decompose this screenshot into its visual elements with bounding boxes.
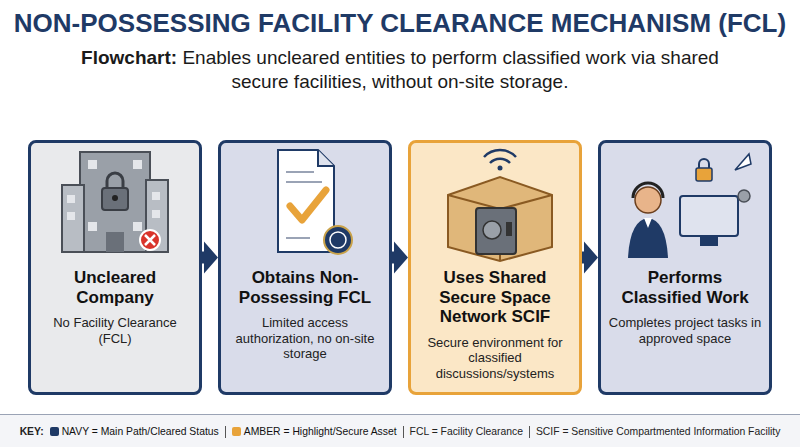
diagram-title: NON-POSSESSING FACILITY CLEARANCE MECHAN… xyxy=(0,8,800,39)
key-separator xyxy=(529,426,530,438)
flow-arrow xyxy=(582,242,598,274)
box-body: No Facility Clearance (FCL) xyxy=(37,315,193,346)
box-heading: Uncleared Company xyxy=(37,268,193,307)
box-body: Completes project tasks in approved spac… xyxy=(607,315,763,346)
legend-text: NAVY = Main Path/Cleared Status xyxy=(62,426,219,437)
process-box: Uncleared Company No Facility Clearance (… xyxy=(28,140,202,395)
box-heading: Uses Shared Secure Space Network SCIF xyxy=(417,268,573,327)
key-separator xyxy=(225,426,226,438)
key-bar: KEY: NAVY = Main Path/Cleared Status AMBER… xyxy=(0,414,800,447)
legend-text: FCL = Facility Clearance xyxy=(410,426,523,437)
box-body: Secure environment for classified discus… xyxy=(417,335,573,382)
key-separator xyxy=(403,426,404,438)
key-label: KEY: xyxy=(20,426,44,437)
box-heading: Obtains Non-Possessing FCL xyxy=(227,268,383,307)
process-box: Obtains Non-Possessing FCL Limited access… xyxy=(218,140,392,395)
legend-text: SCIF = Sensitive Compartmented Informati… xyxy=(536,426,780,437)
flow-arrow xyxy=(392,242,408,274)
subtitle: Flowchart: Enables uncleared entities to… xyxy=(60,46,740,94)
subtitle-lead: Flowchart: xyxy=(81,47,177,68)
process-box: Performs Classified WorkCompletes projec… xyxy=(598,140,772,395)
box-heading: Performs Classified Work xyxy=(607,268,763,307)
process-box: Uses Shared Secure Space Network SCIF Sec… xyxy=(408,140,582,395)
legend-text: AMBER = Highlight/Secure Asset xyxy=(244,426,397,437)
box-body: Limited access authorization, no on-site… xyxy=(227,315,383,362)
legend-swatch xyxy=(232,427,241,436)
legend-swatch xyxy=(50,427,59,436)
flow-arrow xyxy=(202,242,218,274)
subtitle-text: Enables uncleared entities to perform cl… xyxy=(182,47,719,92)
